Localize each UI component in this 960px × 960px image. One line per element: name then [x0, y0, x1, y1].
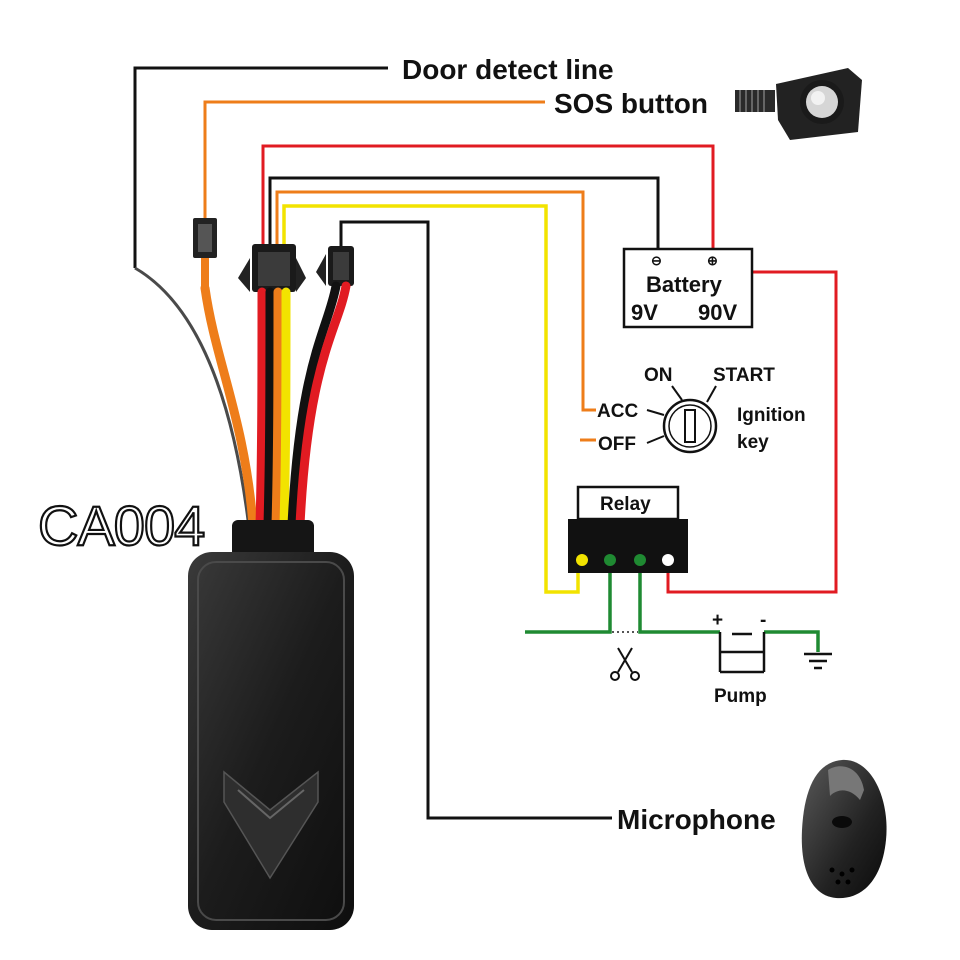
black-ground-wire — [268, 176, 660, 252]
green-wire-left — [525, 560, 612, 634]
sos-button-image — [735, 68, 862, 140]
relay-pin-white — [662, 554, 674, 566]
mic-connector — [316, 246, 354, 286]
off-label: OFF — [598, 434, 636, 455]
yellow-relay-wire — [282, 204, 580, 594]
acc-label: ACC — [597, 401, 638, 422]
relay-pin-green-2 — [634, 554, 646, 566]
ground-icon — [804, 652, 832, 670]
tracker-device — [188, 520, 354, 930]
microphone-image — [801, 759, 887, 899]
door-detect-label: Door detect line — [402, 54, 614, 85]
battery-plus: ⊕ — [707, 253, 718, 268]
battery-box: ⊖ ⊕ Battery 9V 90V — [622, 247, 754, 329]
device-collar — [232, 520, 314, 560]
relay-pin-green-1 — [604, 554, 616, 566]
green-wire-pump — [764, 630, 820, 652]
pump-label: Pump — [714, 686, 767, 707]
battery-label: Battery — [646, 272, 723, 297]
acc-wire — [275, 190, 596, 412]
model-label: CA004 — [38, 494, 204, 557]
sos-button-label: SOS button — [554, 88, 708, 119]
battery-minus: ⊖ — [651, 253, 662, 268]
battery-90v: 90V — [698, 300, 737, 325]
ignition-key-label-2: key — [737, 432, 769, 453]
red-relay-wire — [666, 270, 838, 594]
door-detect-wire-drop — [134, 266, 250, 521]
sos-wire — [203, 100, 545, 222]
ignition-key-label-1: Ignition — [737, 405, 806, 426]
door-detect-wire — [133, 66, 388, 268]
microphone-label: Microphone — [617, 804, 776, 835]
sos-connector — [193, 218, 217, 288]
relay-label: Relay — [600, 494, 651, 515]
wire-harness — [200, 281, 351, 530]
green-wire-right — [638, 560, 720, 634]
pump-plus: + — [712, 610, 723, 631]
ignition-switch — [646, 385, 718, 454]
pump-minus: - — [760, 610, 766, 631]
pump-icon — [718, 632, 766, 674]
scissors-icon — [610, 647, 640, 681]
start-label: START — [713, 365, 775, 386]
main-connector — [238, 244, 306, 292]
device-body — [188, 552, 354, 930]
relay-pin-yellow — [576, 554, 588, 566]
on-label: ON — [644, 365, 673, 386]
red-power-wire — [261, 144, 715, 252]
microphone-wire — [339, 220, 612, 820]
battery-9v: 9V — [631, 300, 658, 325]
relay: Relay — [568, 485, 688, 573]
